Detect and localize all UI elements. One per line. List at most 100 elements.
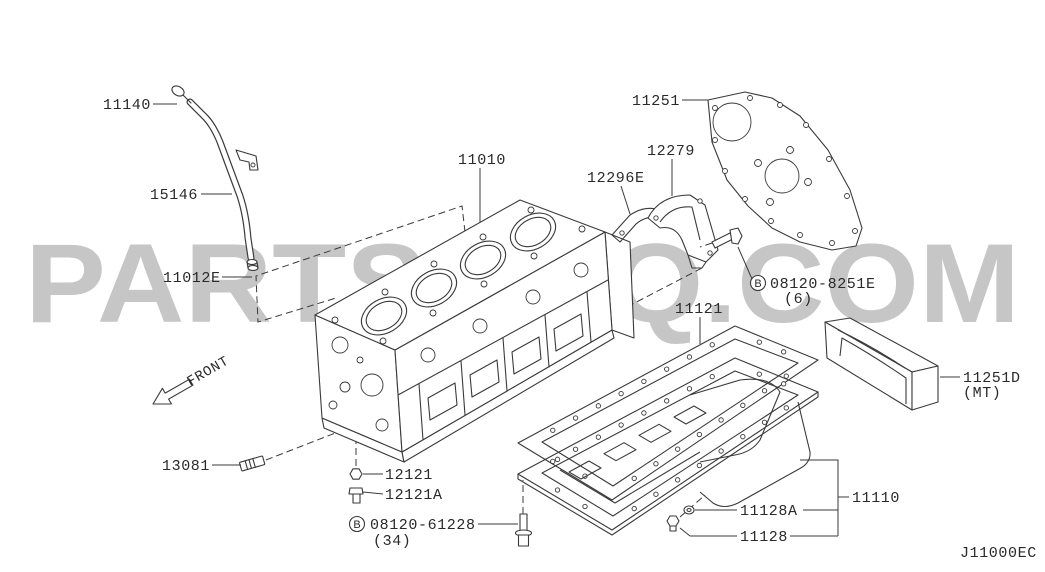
bolt-hole	[572, 415, 579, 421]
bolt-hole	[641, 410, 647, 416]
callout-tube-seal[interactable]: 11012E	[163, 270, 221, 287]
bolt-hole	[756, 339, 762, 345]
bolt-hole	[740, 402, 746, 408]
bolt-hole	[718, 448, 724, 454]
bolt-hole	[618, 422, 624, 428]
baffle-window	[603, 442, 637, 462]
callout-drain-plug[interactable]: 11128	[740, 529, 788, 546]
bolt-hole	[641, 378, 647, 385]
bolt-hole	[664, 366, 670, 372]
callout-dipstick[interactable]: 11140	[103, 97, 151, 114]
cylinder-bores	[360, 212, 557, 336]
standard-bolt-symbol	[749, 274, 767, 292]
standard-bolt-symbol-letter: B	[754, 278, 761, 290]
cylinder-bore	[509, 212, 557, 252]
leader-lines	[153, 99, 960, 537]
bolt-hole	[709, 342, 715, 348]
plate-center-hole	[764, 158, 800, 194]
callout-rear-plate[interactable]: 11251	[632, 93, 680, 110]
callout-rear-plate-mt[interactable]: 11251D	[963, 370, 1021, 387]
oil-pan-gasket	[517, 325, 819, 501]
bolt-hole	[686, 354, 693, 360]
callout-rear-bolt[interactable]: 08120-8251E	[770, 276, 876, 293]
head-bolt-holes	[331, 206, 586, 345]
bolt-hole	[783, 373, 789, 379]
bolt-hole	[554, 487, 561, 493]
bolt-hole	[653, 461, 659, 467]
cylinder-bore	[410, 268, 458, 308]
bolt-hole	[781, 349, 787, 355]
cylinder-bore	[459, 240, 507, 280]
oil-pan	[517, 357, 819, 536]
callout-rear-bolt-qty: (6)	[784, 291, 813, 308]
bolt-hole	[550, 427, 556, 433]
bolt-hole	[761, 388, 768, 394]
drain-plug	[666, 515, 680, 532]
dipstick-tube	[186, 98, 259, 262]
pan-to-block-line	[597, 267, 703, 323]
callouts: 11140 15146 11012E 11010 12296E 12279 11…	[103, 93, 1037, 562]
callout-stud[interactable]: 13081	[162, 458, 210, 475]
bolt-hole	[686, 386, 693, 392]
bolt-hole	[653, 491, 659, 497]
drain-washer	[683, 505, 695, 515]
baffle-window	[673, 405, 707, 425]
rear-plate	[707, 91, 863, 251]
callout-bolt[interactable]: 12121A	[385, 487, 443, 504]
stud	[239, 455, 266, 472]
standard-bolt-symbol-letter: B	[353, 519, 360, 531]
bolt-hole	[631, 505, 637, 512]
front-label: FRONT	[185, 353, 233, 390]
core-plug	[573, 262, 589, 278]
bolt-hole	[554, 456, 561, 462]
bolt-hole	[696, 431, 703, 438]
pan-bolt	[514, 513, 533, 547]
bolt-hole	[718, 417, 724, 423]
bolt-hole	[550, 458, 556, 465]
callout-oil-pan-gasket[interactable]: 11121	[675, 301, 723, 318]
callout-retainer-gasket[interactable]: 12296E	[587, 170, 645, 187]
diagram-code: J11000EC	[960, 545, 1037, 562]
dipstick-assembly-line	[255, 205, 466, 323]
nut	[349, 468, 363, 480]
dipstick-handle	[171, 85, 185, 97]
bolt-hole	[595, 434, 601, 440]
bolt-hole	[631, 475, 637, 482]
rear-plate-mt	[824, 317, 939, 411]
bolt-hole	[709, 373, 715, 380]
cylinder-bore	[360, 296, 408, 336]
callout-drain-washer[interactable]: 11128A	[740, 503, 798, 520]
standard-bolt-symbol	[348, 515, 366, 533]
bolt-hole	[783, 405, 789, 411]
callout-seal-retainer[interactable]: 12279	[647, 143, 695, 160]
bolt-hole	[781, 381, 787, 387]
oil-pan-sump	[699, 401, 811, 508]
core-plug	[525, 289, 541, 305]
bolt-hole	[675, 446, 681, 452]
callout-dipstick-tube[interactable]: 15146	[150, 187, 198, 204]
core-plug	[472, 318, 488, 334]
callout-pan-bolt[interactable]: 08120-61228	[370, 517, 476, 534]
front-arrow-icon	[152, 378, 194, 405]
bolt	[348, 487, 364, 504]
baffle-window	[638, 423, 672, 443]
callout-oil-pan[interactable]: 11110	[852, 490, 900, 507]
bracket-hole	[250, 162, 256, 168]
seal-retainer	[647, 194, 719, 269]
bolt-hole	[664, 398, 670, 404]
bolt-hole	[675, 477, 681, 483]
callout-mt-note: (MT)	[963, 385, 1001, 402]
bolt-hole	[618, 390, 624, 397]
plate-large-hole	[712, 102, 752, 142]
tube-seal	[246, 258, 259, 272]
callout-nut[interactable]: 12121	[385, 467, 433, 484]
core-plug	[420, 347, 436, 363]
baffle-window	[568, 460, 602, 480]
bolt-hole	[595, 403, 601, 409]
bolt-hole	[756, 371, 762, 377]
dipstick	[171, 85, 192, 104]
bolt-hole	[572, 446, 579, 452]
callout-cylinder-block[interactable]: 11010	[458, 152, 506, 169]
oil-pan-well	[689, 378, 781, 463]
